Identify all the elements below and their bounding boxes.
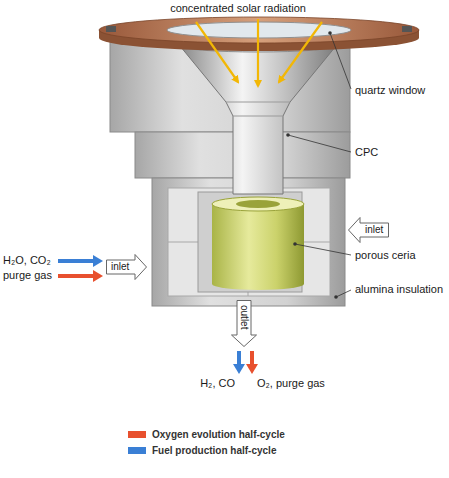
ceria-hole <box>236 200 280 208</box>
fuel-outlet-arrow <box>237 351 241 365</box>
part-label: alumina insulation <box>355 283 443 296</box>
flow-label: inlet <box>365 224 383 236</box>
insulation-joint <box>302 242 330 243</box>
legend-swatch <box>128 431 146 438</box>
insulation-joint <box>168 242 198 243</box>
leader-line <box>295 244 351 255</box>
gas-label: H₂, CO <box>200 377 235 390</box>
cpc-ring <box>226 102 290 103</box>
lower-housing <box>152 178 345 306</box>
flow-label: inlet <box>111 261 129 273</box>
flow-arrow: inlet <box>106 254 147 280</box>
purge-inlet-arrow <box>93 270 103 282</box>
part-label: porous ceria <box>355 249 416 262</box>
solar-ray <box>257 19 259 86</box>
legend-swatch <box>128 447 146 454</box>
gas-label: H₂O, CO₂ <box>3 254 51 267</box>
legend-text: Fuel production half-cycle <box>152 444 276 457</box>
leader-line <box>330 33 351 89</box>
leader-line <box>336 290 351 297</box>
oxygen-outlet-arrow <box>250 351 254 365</box>
flow-arrow: outlet <box>231 300 257 347</box>
flow-arrow-shape <box>232 301 257 347</box>
fuel-inlet-arrow <box>93 255 103 267</box>
solar-ray <box>279 22 322 82</box>
part-label: quartz window <box>355 84 425 97</box>
gas-label: O₂, purge gas <box>257 377 325 390</box>
ceria-top <box>212 197 304 211</box>
purge-inlet-arrow <box>58 274 94 278</box>
ceria-bottom <box>212 278 304 290</box>
fuel-inlet-arrow <box>58 259 94 263</box>
cpc-ring <box>233 116 283 117</box>
flow-arrow-shape <box>349 218 389 243</box>
alumina-insulation <box>168 188 330 296</box>
fuel-outlet-arrow <box>233 364 245 374</box>
flow-label: outlet <box>238 305 250 329</box>
leader-line <box>288 135 351 152</box>
oxygen-outlet-arrow <box>246 364 258 374</box>
legend-text: Oxygen evolution half-cycle <box>152 428 285 441</box>
flow-arrow-shape <box>107 255 147 280</box>
solar-ray <box>196 22 238 82</box>
clamp <box>402 26 412 32</box>
part-label: CPC <box>355 146 378 159</box>
insulation-joint <box>248 292 249 296</box>
gas-label: purge gas <box>3 269 52 282</box>
clamp <box>106 26 116 32</box>
ceria-cylinder <box>212 204 304 284</box>
flow-arrow: inlet <box>348 217 389 243</box>
figure-heading: concentrated solar radiation <box>170 2 306 15</box>
